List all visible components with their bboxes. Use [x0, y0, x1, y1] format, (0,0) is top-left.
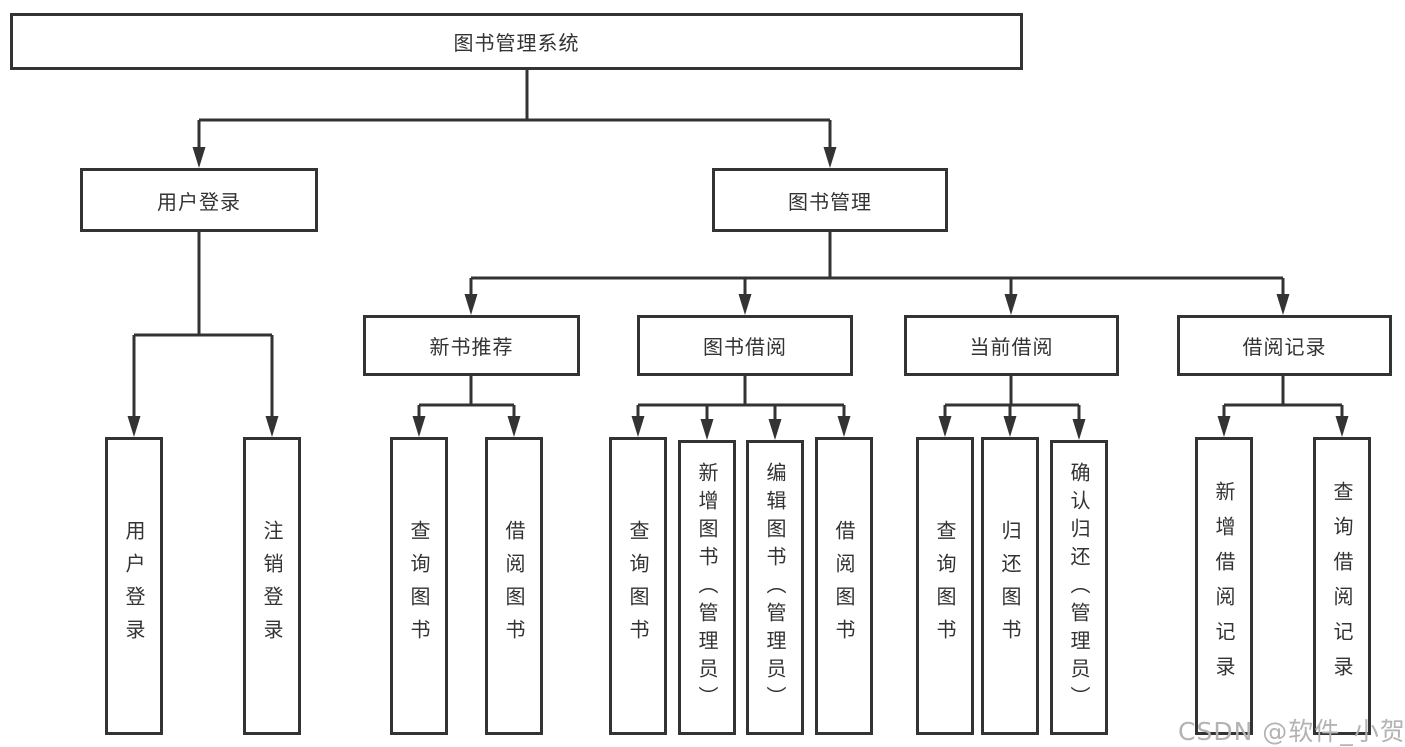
leaf-add-book-admin: 新增图书（管理员）: [678, 440, 736, 735]
node-book-management: 图书管理: [712, 168, 948, 232]
arrowheads: [127, 147, 1349, 440]
node-user-login: 用户登录: [80, 168, 318, 232]
leaf-return-book: 归还图书: [981, 437, 1039, 735]
leaf-borrow-books: 借阅图书: [815, 437, 873, 735]
node-library-management-system: 图书管理系统: [10, 13, 1023, 70]
leaf-edit-book-admin: 编辑图书（管理员）: [746, 440, 804, 735]
leaf-confirm-return-admin: 确认归还（管理员）: [1050, 440, 1108, 735]
node-new-book-recommend: 新书推荐: [363, 315, 580, 376]
node-borrow-records: 借阅记录: [1177, 315, 1392, 376]
leaf-query-books-borrow: 查询图书: [609, 437, 667, 735]
leaf-query-borrow-record: 查询借阅记录: [1313, 437, 1371, 735]
leaf-query-books-current: 查询图书: [916, 437, 974, 735]
leaf-borrow-books-recommend: 借阅图书: [485, 437, 543, 735]
node-current-borrow: 当前借阅: [904, 315, 1119, 376]
node-book-borrow: 图书借阅: [637, 315, 853, 376]
leaf-query-books-recommend: 查询图书: [390, 437, 448, 735]
leaf-user-login: 用户登录: [105, 437, 163, 735]
watermark: CSDN @软件_小贺同学: [1178, 717, 1405, 746]
leaf-logout: 注销登录: [243, 437, 301, 735]
leaf-add-borrow-record: 新增借阅记录: [1195, 437, 1253, 735]
